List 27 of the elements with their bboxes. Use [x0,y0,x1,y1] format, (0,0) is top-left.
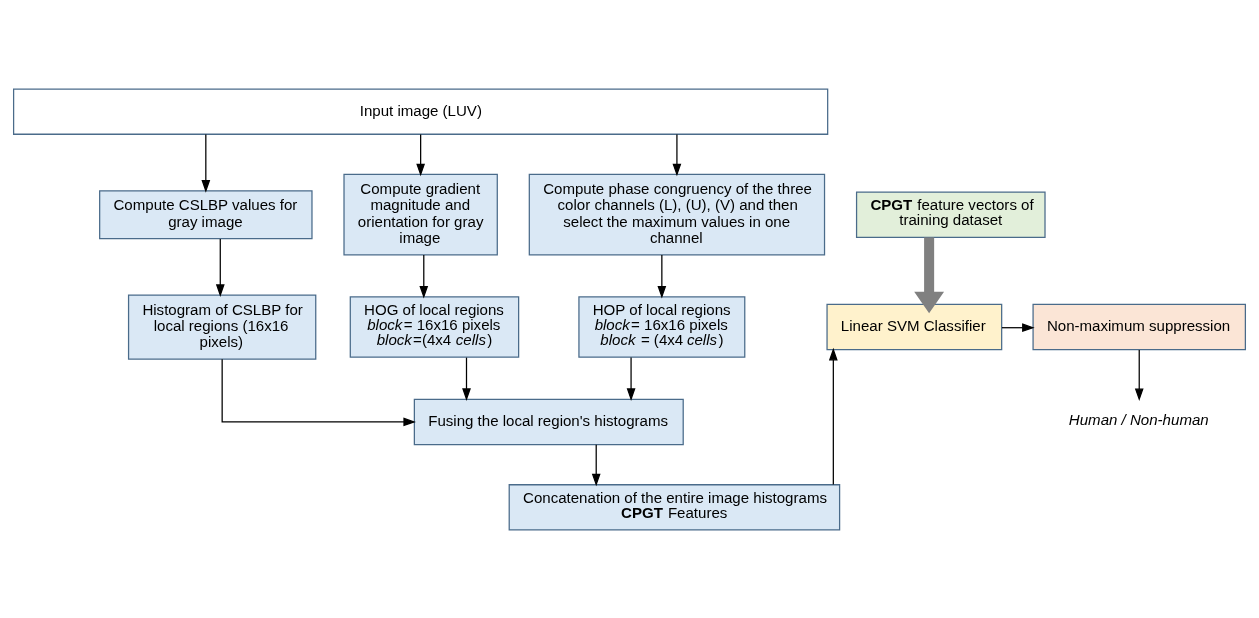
node-box: Concatenation of the entire image histograms CPGT Features [508,483,841,531]
node-box: Compute CSLBP values for gray image [99,189,313,239]
node-box: Input image (LUV) [12,87,829,135]
arrow [591,443,601,486]
arrow [201,133,211,193]
node-box: Histogram of CSLBP for local regions (16x16 pixels) [127,293,317,360]
node-box: CPGT feature vectors of training dataset [855,190,1046,238]
arrow [672,133,682,176]
node-box: HOP of local regions block= 16x16 pixels block = (4x4 cells) [578,295,746,358]
arrow [657,253,667,299]
arrow [626,356,636,401]
node-box: Non-maximum suppression [1032,303,1247,350]
node-box: Fusing the local region's histograms [413,398,684,445]
arrow [914,236,945,313]
arrow [419,253,429,299]
arrow [221,358,416,426]
arrow [215,237,225,297]
arrow [462,356,471,401]
node-text: Human / Non-human [1068,410,1209,428]
node-box: Linear SVM Classifier [826,303,1003,350]
arrow [828,347,838,485]
arrow [1001,322,1035,332]
arrow [1134,348,1144,401]
node-box: HOG of local regions block= 16x16 pixels block=(4x4 cells) [349,295,520,358]
arrow [416,133,426,176]
node-box: Compute phase congruency of the three color channels (L), (U), (V) and then select the maximum values in one channel [528,173,826,255]
node-box: Compute gradient magnitude and orientation for gray image [343,173,498,255]
